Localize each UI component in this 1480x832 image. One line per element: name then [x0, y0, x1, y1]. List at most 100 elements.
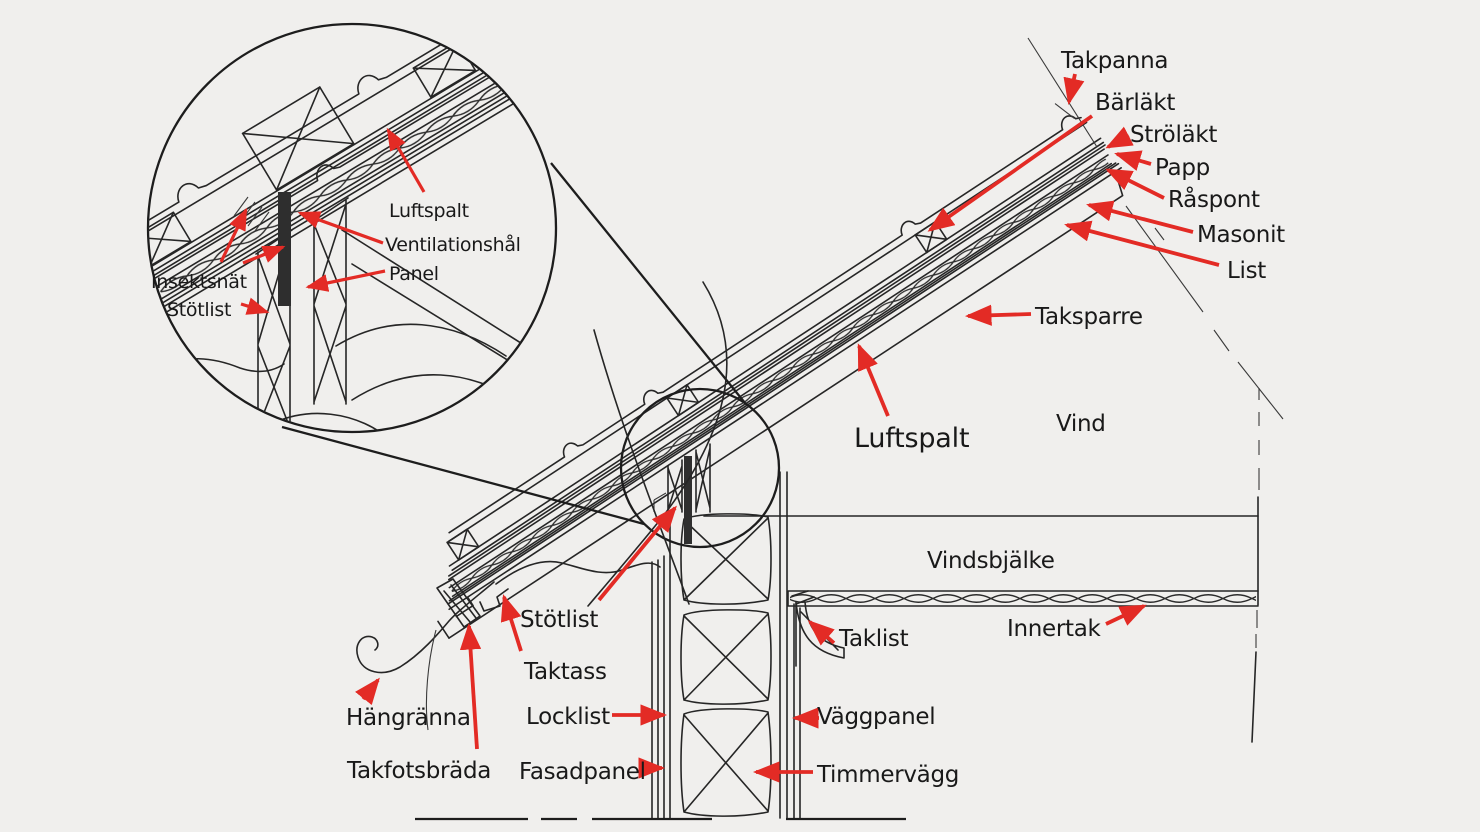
label-barlakt: Bärläkt [1095, 90, 1175, 116]
innertak-chain [790, 591, 1256, 606]
arrow-luftspalt-main [857, 343, 890, 417]
gable-cut-lower [1125, 205, 1284, 420]
luftspalt-chain [449, 157, 1110, 596]
ridge-end-tick [1054, 103, 1075, 119]
detail-chain [157, 50, 556, 298]
arrow-list [1064, 220, 1220, 267]
detail-insektsnat-ticks [233, 196, 270, 232]
hangranna-gutter [356, 581, 495, 674]
label-papp: Papp [1155, 155, 1210, 181]
label-raspont: Råspont [1168, 185, 1260, 213]
arrow-masonit [1086, 200, 1194, 234]
arrow-taklist [807, 619, 836, 646]
stotlist-board [684, 456, 692, 544]
label-list: List [1227, 258, 1266, 284]
detail-masonit [161, 61, 556, 304]
strolakt-lines [448, 137, 1105, 571]
label-innertak: Innertak [1007, 616, 1102, 642]
label-detail-insektsnat: Insektsnät [151, 271, 247, 293]
label-detail-ventilationshal: Ventilationshål [385, 233, 521, 256]
projection-lines [1027, 37, 1284, 743]
label-hangranna: Hängränna [346, 705, 471, 731]
fasadpanel-lines [651, 511, 671, 819]
arrow-detail-panel [305, 269, 386, 292]
label-masonit: Masonit [1197, 222, 1285, 248]
arrow-detail-insektsnat [219, 207, 248, 263]
label-takpanna: Takpanna [1060, 48, 1168, 74]
annotation-arrows [355, 73, 1220, 783]
label-timmervagg: Timmervägg [816, 762, 959, 788]
detail-board-left [255, 229, 293, 431]
soffit-curve [495, 560, 661, 585]
takpanna-underline [448, 121, 1088, 543]
attic-floor [703, 515, 1259, 667]
chain-bottom [451, 162, 1113, 598]
wall-top-board-right [695, 443, 711, 513]
arrow-innertak [1105, 604, 1147, 626]
arrow-stotlist-main [597, 505, 677, 602]
label-detail-panel: Panel [389, 263, 439, 285]
eave [356, 560, 661, 731]
detail-content [148, 24, 556, 432]
right-boundary-lower [1251, 651, 1257, 743]
label-taklist: Taklist [838, 626, 909, 652]
raspont-lines [448, 148, 1109, 589]
timmervagg-blocks [680, 513, 772, 817]
detail-source-circle [619, 387, 781, 549]
label-fasadpanel: Fasadpanel [519, 759, 646, 785]
detail-board-right [311, 197, 349, 405]
detail-tile-top [148, 24, 532, 238]
arrow-takfotsbrada [459, 622, 482, 750]
arrow-detail-luftspalt [386, 127, 426, 193]
label-strolakt: Ströläkt [1130, 122, 1217, 148]
papp-line [448, 144, 1106, 577]
label-taktass: Taktass [523, 659, 607, 685]
arrow-raspont [1105, 168, 1165, 200]
vaggpanel-lines [779, 471, 801, 819]
right-boundary-dashed-mid [1255, 610, 1258, 648]
crossing-line-2 [593, 329, 690, 605]
label-takfotsbrada: Takfotsbräda [346, 758, 491, 784]
arrow-takpanna [1063, 73, 1085, 105]
label-detail-stotlist: Stötlist [167, 299, 231, 321]
crossing-line [587, 281, 728, 607]
label-taksparre: Taksparre [1034, 304, 1143, 330]
arrow-detail-ventilationshal [297, 211, 384, 245]
label-vind: Vind [1056, 411, 1106, 437]
wall-top-boards [653, 443, 711, 544]
takpanna-line [448, 115, 1082, 534]
label-locklist: Locklist [526, 704, 610, 730]
detail-strolakt [148, 29, 548, 277]
arrow-taktass [500, 594, 523, 652]
label-vaggpanel: Väggpanel [817, 704, 935, 730]
arrow-taksparre [964, 304, 1032, 326]
arrow-hangranna [355, 677, 380, 706]
eave-stotlist-notch [479, 588, 509, 612]
list-lines [447, 162, 1122, 611]
gutter-drop-line [425, 629, 437, 731]
innertak-end-ticks [791, 590, 815, 605]
label-detail-luftspalt: Luftspalt [389, 200, 469, 222]
arrow-papp [1114, 150, 1152, 171]
gable-cut-upper [1027, 37, 1098, 148]
arrow-barlakt [927, 114, 1094, 232]
wall [651, 443, 801, 819]
arrow-detail-insektsnat-2 [242, 245, 286, 265]
wall-top-board-left [667, 459, 683, 513]
detail-arrows [219, 127, 426, 315]
label-vindsbjalke: Vindsbjälke [927, 548, 1055, 574]
detail-papp [148, 38, 549, 280]
magnifier-cone-upper [550, 162, 746, 404]
detail-list [161, 69, 556, 314]
detail-label-group: Luftspalt Ventilationshål Panel Insektsn… [151, 200, 521, 321]
taklist-moulding [795, 601, 845, 667]
magnifier-cone-lower [281, 425, 645, 526]
arrow-detail-stotlist [240, 297, 270, 315]
label-luftspalt-main: Luftspalt [854, 423, 969, 454]
label-group: Takpanna Bärläkt Ströläkt Papp Råspont M… [346, 48, 1285, 788]
arrow-strolakt [1105, 126, 1134, 149]
label-stotlist-main: Stötlist [520, 607, 598, 633]
masonit-line [448, 162, 1117, 602]
